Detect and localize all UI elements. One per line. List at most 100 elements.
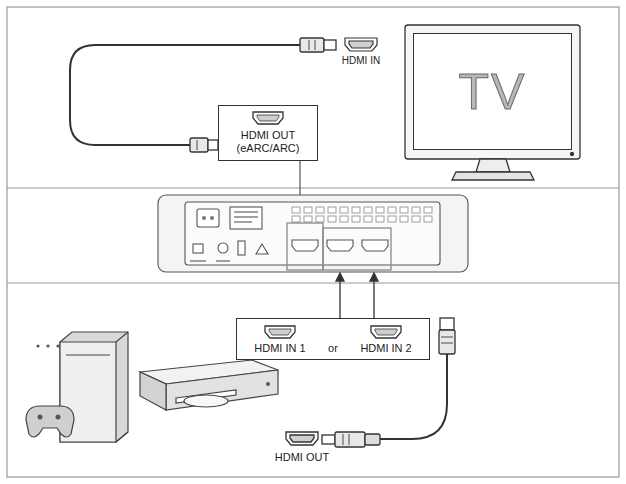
soundbar-rear-part-part (340, 207, 348, 213)
port-name: HDMI OUT (eARC/ARC) (225, 129, 311, 155)
port-arrows-part (370, 273, 378, 281)
tv-body-part (476, 159, 510, 172)
port-arrows-part (339, 280, 340, 318)
frame-part (7, 7, 619, 477)
soundbar-rear-part-part (352, 207, 360, 213)
soundbar-rear-part (362, 240, 388, 251)
hdmi-cable-top-part (324, 40, 336, 50)
hdmi-cable-bottom-part (440, 318, 454, 330)
soundbar-rear-part (327, 240, 353, 251)
hdmi-cable-bottom-part (286, 432, 318, 445)
hdmi-cable-bottom-part (439, 330, 455, 354)
soundbar-rear-part-part (412, 207, 420, 213)
tv-body-part (405, 25, 580, 159)
soundbar-rear-part-part (328, 216, 336, 222)
soundbar-rear-part-part (376, 216, 384, 222)
soundbar-rear-part-part (340, 216, 348, 222)
soundbar-rear-part-part (292, 216, 300, 222)
hdmi-port-icon (252, 111, 284, 125)
soundbar-rear-part (210, 216, 214, 220)
soundbar-rear-part (197, 209, 219, 227)
soundbar-rear-part (190, 260, 206, 261)
soundbar-rear-part-part (304, 207, 312, 213)
soundbar-rear-part-part (316, 216, 324, 222)
port-label: HDMI OUT (275, 451, 329, 463)
soundbar-rear-part-part (304, 216, 312, 222)
soundbar-rear-part (292, 240, 318, 251)
bluray-player-part (166, 370, 278, 410)
game-console-part (56, 344, 59, 347)
hdmi-port-icon (370, 325, 402, 339)
hdmi-port-outline (371, 326, 401, 338)
soundbar-rear (158, 195, 468, 272)
port-name: or (328, 342, 338, 355)
hdmi-port-outline (253, 112, 283, 124)
tv-label: TV (459, 63, 527, 121)
soundbar-rear-part (202, 216, 206, 220)
hdmi-port-icon (264, 325, 296, 339)
hdmi-cable-bottom-part (290, 435, 314, 442)
port-callout-box: HDMI IN 1 or HDMI IN 2 (236, 318, 430, 360)
soundbar-rear-part (256, 244, 268, 254)
hdmi-cable-bottom-part (441, 342, 453, 344)
frame-part (7, 187, 619, 188)
hdmi-cable-bottom-part (342, 434, 344, 445)
soundbar-rear-part-part (376, 207, 384, 213)
soundbar-rear-part-part (364, 207, 372, 213)
game-console-part (26, 406, 74, 437)
hdmi-port-outline (265, 326, 295, 338)
soundbar-rear-part-part (424, 207, 432, 213)
port-column: HDMI IN 2 (360, 325, 411, 355)
soundbar-rear-part-part (292, 207, 300, 213)
hdmi-cable-top-part (208, 140, 218, 150)
hdmi-cable-top-part (190, 138, 208, 152)
soundbar-rear-part-part (352, 216, 360, 222)
soundbar-rear-part (292, 207, 432, 222)
hdmi-port-pins (257, 115, 279, 121)
port-arrows (336, 273, 378, 318)
soundbar-rear-part (193, 244, 203, 253)
hdmi-cable-bottom-part (365, 434, 380, 445)
soundbar-rear-part-part (328, 207, 336, 213)
soundbar-rear-part (287, 223, 323, 270)
soundbar-rear-part-part (412, 216, 420, 222)
soundbar-rear-part-part (400, 216, 408, 222)
soundbar-rear-part-part (316, 207, 324, 213)
game-console-part (46, 344, 49, 347)
hdmi-port-pins (375, 329, 397, 335)
hdmi-cable-bottom-part (441, 336, 453, 338)
bluray-player (140, 360, 278, 410)
tv-hdmi-port-part (345, 38, 377, 51)
soundbar-rear-part (238, 241, 245, 255)
tv-hdmi-port (345, 38, 377, 51)
port-name: HDMI IN 2 (360, 342, 411, 355)
soundbar-rear-part (216, 260, 230, 261)
soundbar-rear-part (158, 195, 468, 272)
game-console-part (56, 415, 61, 420)
soundbar-rear-part (234, 221, 252, 222)
soundbar-rear-part (230, 207, 262, 229)
hdmi-cable-top-part (308, 40, 310, 50)
tv-body (405, 25, 580, 180)
tv-body-part (571, 153, 574, 156)
soundbar-rear-part-part (364, 216, 372, 222)
soundbar-rear-part (323, 228, 391, 270)
soundbar-rear-part-part (424, 216, 432, 222)
hdmi-cable-bottom-part (380, 354, 447, 439)
bluray-player-part (140, 372, 166, 410)
port-arrows-part (336, 273, 344, 281)
tv-hdmi-port-part (349, 41, 373, 48)
tv-body-part (452, 172, 534, 180)
hdmi-cable-top-part (196, 140, 198, 150)
hdmi-cable-top-part (300, 38, 324, 52)
game-console (26, 332, 128, 442)
tv-screen: TV (413, 33, 572, 150)
port-label: HDMI IN (342, 55, 380, 66)
hdmi-cable-bottom-part (335, 432, 365, 447)
soundbar-rear-part (218, 243, 228, 253)
frame-part (7, 282, 619, 283)
bluray-player-part (184, 395, 228, 407)
port-column: or (328, 342, 338, 355)
port-name: HDMI IN 1 (254, 342, 305, 355)
